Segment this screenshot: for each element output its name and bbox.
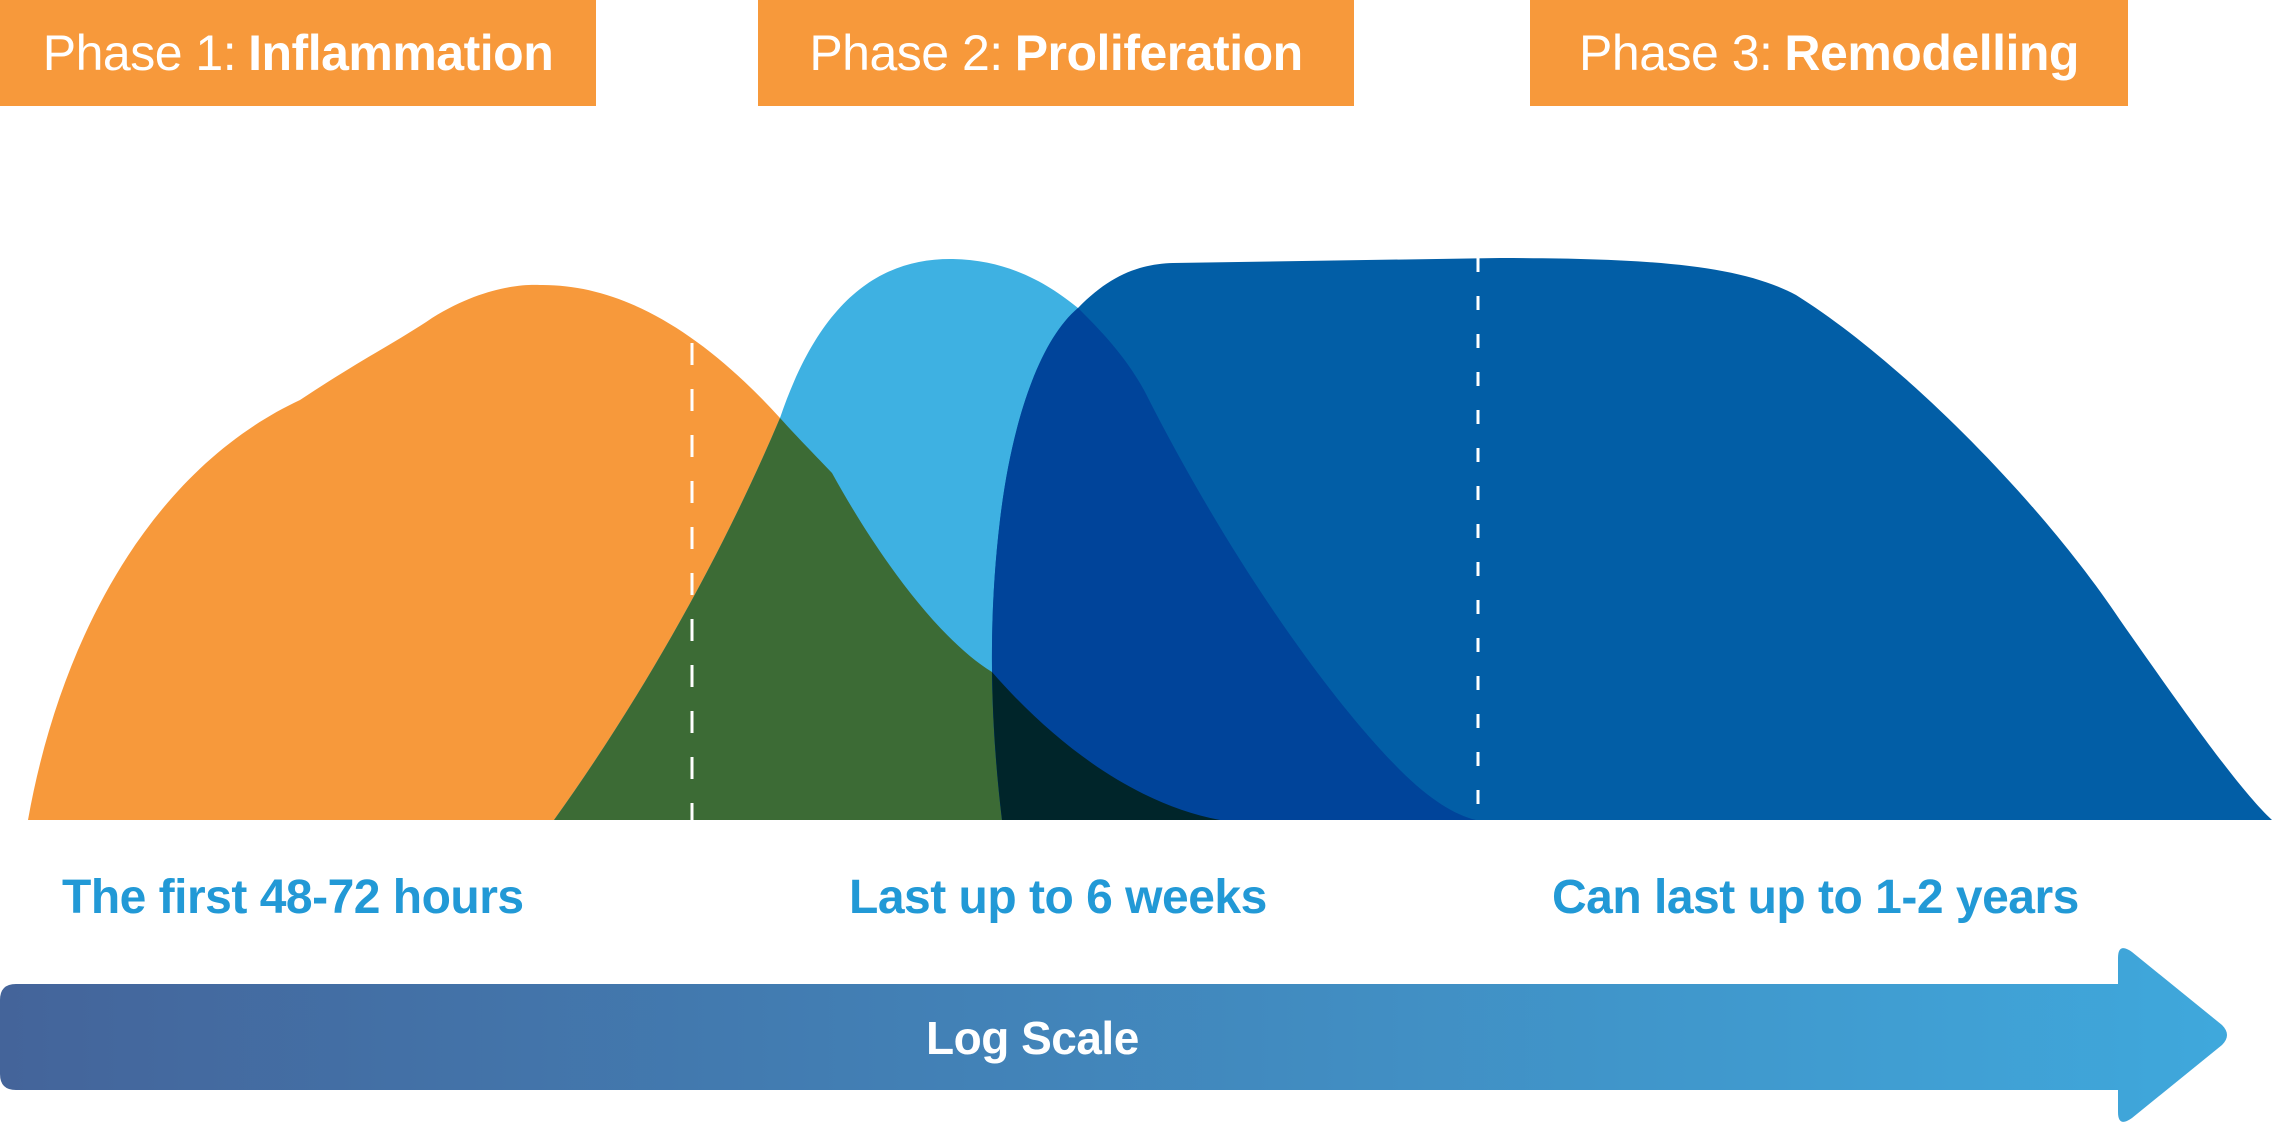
phase-1-duration: The first 48-72 hours (62, 871, 524, 924)
phase-3-name: Remodelling (1784, 25, 2079, 81)
phase-2-header: Phase 2: Proliferation (758, 0, 1354, 106)
phase-2-name: Proliferation (1014, 25, 1303, 81)
phase-1-name: Inflammation (248, 25, 554, 81)
phase-3-duration: Can last up to 1-2 years (1552, 871, 2079, 924)
log-scale-label: Log Scale (926, 1012, 1139, 1064)
arrow-right-icon (0, 948, 2227, 1122)
phase-2-prefix: Phase 2: (809, 25, 1003, 81)
phase-1-prefix: Phase 1: (42, 25, 237, 81)
phase-3-prefix: Phase 3: (1579, 25, 1773, 81)
phase-2-duration: Last up to 6 weeks (849, 871, 1267, 924)
phase-3-header: Phase 3: Remodelling (1530, 0, 2128, 106)
phase-1-header: Phase 1: Inflammation (0, 0, 596, 106)
